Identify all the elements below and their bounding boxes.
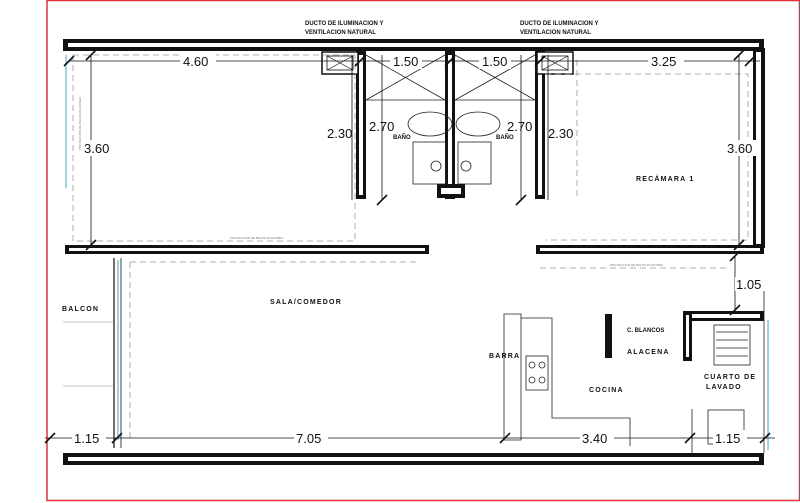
duct-left-label-2: VENTILACION NATURAL [305,30,376,36]
bath-walls [356,51,545,199]
bottom-wall [63,453,764,465]
dim-right-height: 3.60 [727,141,752,156]
room-pantry: ALACENA [627,349,670,356]
duct-left-label-1: DUCTO DE ILUMINACION Y [305,21,383,27]
dim-bath2-wall: 2.30 [548,126,573,141]
dim-bath2-width: 1.50 [482,54,507,69]
dim-bottom-balcony: 1.15 [74,431,99,446]
dim-hall-gap: 1.05 [736,277,761,292]
room-bar: BARRA [489,353,520,360]
room-bath2: BAÑO [496,134,514,141]
shower-lines [365,54,536,101]
duct-right [536,51,574,75]
dim-left-height: 3.60 [84,141,109,156]
kitchen-counter [503,313,631,446]
dim-top-left: 4.60 [183,54,208,69]
dim-bath2-height: 2.70 [507,119,532,134]
note-slab-right: PROYECCIÓN DE BALDO PLAFONES [610,262,663,267]
dim-top-right: 3.25 [651,54,676,69]
note-slab-left: PROYECCIÓN DE BALDO PLAFONES [230,235,283,240]
mid-wall-right [536,245,764,254]
dim-bottom-living: 7.05 [296,431,321,446]
left-glazing [63,55,122,448]
note-slab-vertical: PROYECCIÓN DE BALDO PLAFONES [77,97,82,150]
dim-bath1-wall: 2.30 [327,126,352,141]
dim-bottom-laundry: 1.15 [715,431,740,446]
bath-fixtures [407,111,501,185]
dim-bottom-kitchen: 3.40 [582,431,607,446]
room-linens: C. BLANCOS [627,328,664,334]
dim-bath1-width: 1.50 [393,54,418,69]
linens-closet [605,314,612,358]
dim-bath1-height: 2.70 [369,119,394,134]
room-kitchen: COCINA [589,387,624,394]
duct-right-label-1: DUCTO DE ILUMINACION Y [520,21,598,27]
room-laundry-1: CUARTO DE [704,374,756,381]
bedroom-right-wall [753,48,765,248]
room-living: SALA/COMEDOR [270,299,342,306]
duct-right-label-2: VENTILACION NATURAL [520,30,591,36]
mid-wall-left [65,245,429,254]
room-bath1: BAÑO [393,134,411,141]
room-laundry-2: LAVADO [706,384,742,391]
room-bedroom: RECÁMARA 1 [636,174,694,183]
top-wall [63,39,764,51]
laundry-walls [683,280,769,453]
room-balcony: BALCON [62,306,99,313]
